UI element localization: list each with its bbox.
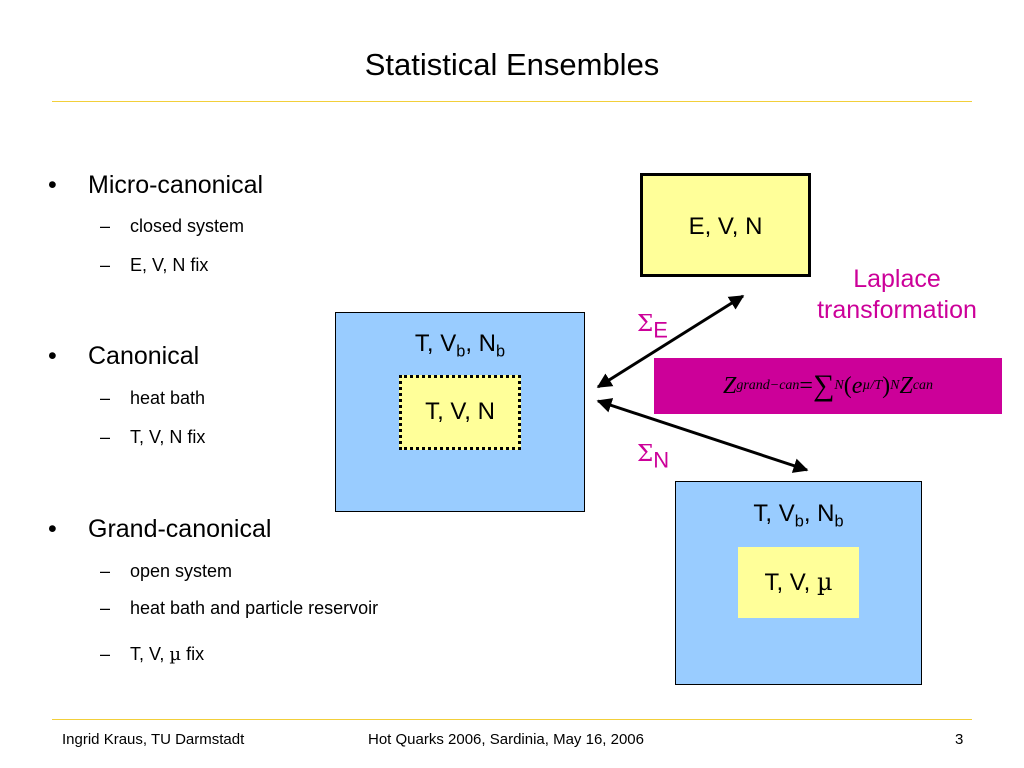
grand-canonical-outer-label: T, Vb, Nb (753, 500, 844, 531)
title-divider (52, 101, 972, 102)
canonical-inner-box (399, 375, 521, 450)
sigma-n-label: ΣN (637, 441, 670, 473)
sub-bullet: –heat bath and particle reservoir (100, 598, 379, 618)
footer-divider (52, 719, 972, 720)
microcanonical-box (640, 173, 811, 277)
bullet-grand-canonical: •Grand-canonical (48, 515, 272, 543)
sigma-e-label: ΣE (637, 311, 668, 343)
canonical-outer-label: T, Vb, Nb (414, 330, 506, 361)
bullet-micro-canonical: •Micro-canonical (48, 171, 264, 199)
mu-symbol: µ (816, 568, 833, 596)
page-number: 3 (955, 731, 964, 748)
slide-title: Statistical Ensembles (364, 47, 660, 82)
sigma-n-arrow (596, 398, 809, 473)
sub-bullet: –heat bath (100, 388, 206, 408)
sub-bullet: –T, V, µ fix (100, 644, 205, 665)
sub-bullet: –open system (100, 561, 233, 581)
sub-bullet: –closed system (100, 216, 245, 236)
grand-canonical-inner-label: T, V, µ (764, 568, 833, 596)
microcanonical-label: E, V, N (688, 213, 763, 240)
sub-bullet: –E, V, N fix (100, 255, 209, 275)
mu-symbol: µ (169, 644, 182, 665)
footer-author: Ingrid Kraus, TU Darmstadt (62, 731, 245, 748)
canonical-inner-label: T, V, N (425, 398, 495, 425)
bullet-canonical: •Canonical (48, 342, 200, 370)
sub-bullet: –T, V, N fix (100, 427, 206, 447)
grand-canonical-inner-box (738, 547, 859, 618)
footer-event: Hot Quarks 2006, Sardinia, May 16, 2006 (368, 731, 644, 748)
sigma-e-arrow (596, 294, 745, 389)
